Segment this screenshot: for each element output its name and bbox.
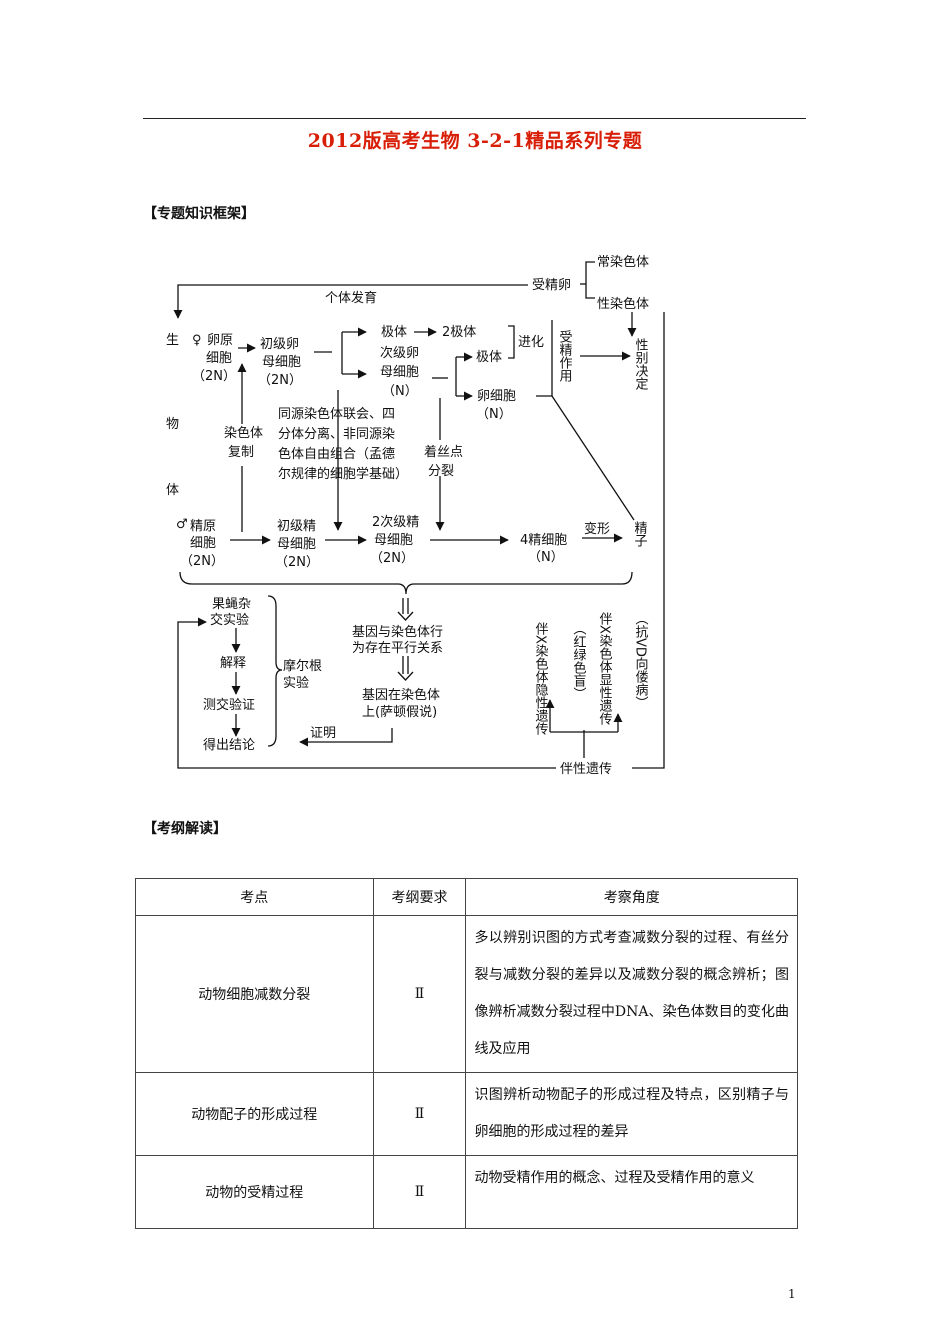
label-oogonium-1: 卵原 <box>207 333 233 348</box>
label-spermatogonium-2: 细胞 <box>190 536 216 551</box>
label-secondary-spermatocyte-3: （2N） <box>370 551 414 566</box>
header-level: 考纲要求 <box>372 878 467 916</box>
table-row: 动物的受精过程 Ⅱ 动物受精作用的概念、过程及受精作用的意义 <box>135 1155 798 1229</box>
label-parallel-2: 为存在平行关系 <box>352 641 443 656</box>
label-xlinked-recessive: 伴X染色体隐性遗传 <box>533 622 549 735</box>
cell-point: 动物的受精过程 <box>135 1155 374 1229</box>
label-morgan-2: 实验 <box>283 675 309 691</box>
cell-point: 动物细胞减数分裂 <box>135 915 374 1073</box>
label-evolution: 进化 <box>518 335 544 350</box>
label-hypothesis-1: 基因在染色体 <box>362 687 440 703</box>
label-sperm: 精子 <box>632 521 648 547</box>
label-centromere-1: 着丝点 <box>424 444 463 460</box>
table-header-row: 考点 考纲要求 考察角度 <box>135 878 798 916</box>
page-title: 2012版高考生物 3-2-1精品系列专题 <box>307 130 643 152</box>
cell-angle: 多以辨别识图的方式考查减数分裂的过程、有丝分裂与减数分裂的差异以及减数分裂的概念… <box>465 915 798 1073</box>
label-chrom-replication-1: 染色体 <box>224 425 263 441</box>
label-sex-determination: 性别决定 <box>633 338 649 391</box>
cell-angle: 识图辨析动物配子的形成过程及特点，区别精子与卵细胞的形成过程的差异 <box>465 1072 798 1156</box>
label-secondary-oocyte-2: 母细胞 <box>380 365 419 380</box>
female-symbol: ♀ <box>192 333 202 348</box>
label-testcross: 测交验证 <box>203 697 255 713</box>
label-polar-body-2: 极体 <box>476 350 502 365</box>
arrow-proof <box>299 728 393 747</box>
label-centromere-2: 分裂 <box>428 464 454 479</box>
label-fertilization: 受精作用 <box>557 330 573 383</box>
label-spermatogonium-3: （2N） <box>180 554 224 569</box>
label-explanation: 解释 <box>220 656 246 671</box>
knowledge-framework-diagram: 受精卵 常染色体 性染色体 个体发育 生 物 体 ♀ 卵原 细胞 （2N） 初级… <box>166 254 665 777</box>
label-parallel-1: 基因与染色体行 <box>352 624 443 640</box>
label-secondary-oocyte-1: 次级卵 <box>380 345 419 361</box>
label-fertilized-egg: 受精卵 <box>532 278 571 293</box>
label-organism-3: 体 <box>166 483 179 498</box>
label-two-polar-bodies: 2极体 <box>442 325 476 340</box>
label-autosome: 常染色体 <box>597 254 649 270</box>
diagram-labels: 受精卵 常染色体 性染色体 个体发育 生 物 体 ♀ 卵原 细胞 （2N） 初级… <box>166 254 649 777</box>
label-oogonium-2: 细胞 <box>206 351 232 366</box>
bracket-polar-bodies <box>508 325 515 359</box>
label-organism-1: 生 <box>166 333 179 348</box>
label-fruitfly-1: 果蝇杂 <box>212 597 251 612</box>
label-secondary-oocyte-3: （N） <box>382 384 418 399</box>
cell-level: Ⅱ <box>372 1155 467 1229</box>
arrow-egg-to-organism <box>173 284 528 319</box>
cell-point: 动物配子的形成过程 <box>135 1072 374 1156</box>
label-egg-cell-1: 卵细胞 <box>477 389 516 404</box>
label-spermatogonium-1: 精原 <box>190 519 216 534</box>
line-to-sex-linked <box>632 312 665 769</box>
label-transformation: 变形 <box>584 521 610 537</box>
label-primary-oocyte-1: 初级卵 <box>260 337 299 352</box>
label-secondary-spermatocyte-1: 2次级精 <box>372 514 419 530</box>
label-primary-oocyte-2: 母细胞 <box>262 355 301 370</box>
label-hypothesis-2: 上(萨顿假说) <box>362 705 437 720</box>
label-chrom-replication-2: 复制 <box>228 445 254 460</box>
label-sex-chromosome: 性染色体 <box>597 296 649 312</box>
label-proof: 证明 <box>310 726 336 741</box>
label-synapsis-4: 尔规律的细胞学基础） <box>278 466 408 482</box>
label-colorblind: （红绿色盲） <box>571 622 587 700</box>
label-organism-2: 物 <box>166 417 179 432</box>
male-symbol: ♂ <box>176 517 188 532</box>
syllabus-table: 考点 考纲要求 考察角度 动物细胞减数分裂 Ⅱ 多以辨别识图的方式考查减数分裂的… <box>135 878 798 1229</box>
cell-level: Ⅱ <box>372 915 467 1073</box>
line-bottom-loop <box>177 617 556 769</box>
label-synapsis-2: 分体分离、非同源染 <box>278 426 395 442</box>
label-primary-spermatocyte-3: （2N） <box>275 555 319 570</box>
label-synapsis-1: 同源染色体联会、四 <box>278 406 395 422</box>
brace-morgan <box>267 595 283 747</box>
cell-level: Ⅱ <box>372 1072 467 1156</box>
header-angle: 考察角度 <box>465 878 798 916</box>
label-primary-spermatocyte-2: 母细胞 <box>277 537 316 552</box>
label-primary-spermatocyte-1: 初级精 <box>277 519 316 534</box>
label-four-spermatids-1: 4精细胞 <box>520 533 567 548</box>
label-oogonium-3: （2N） <box>192 369 236 384</box>
label-secondary-spermatocyte-2: 母细胞 <box>374 533 413 548</box>
label-primary-oocyte-3: （2N） <box>258 373 302 388</box>
label-rickets: （抗VD向偻病） <box>633 612 649 709</box>
line-egg-to-fertilization <box>536 320 553 397</box>
label-fruitfly-2: 交实验 <box>210 612 249 628</box>
label-xlinked-dominant: 伴X染色体显性遗传 <box>597 612 613 725</box>
label-synapsis-3: 色体自由组合（孟德 <box>278 446 395 462</box>
label-four-spermatids-2: （N） <box>528 550 564 565</box>
line-egg-to-sperm <box>551 395 635 521</box>
cell-angle: 动物受精作用的概念、过程及受精作用的意义 <box>465 1155 798 1229</box>
section-heading-framework: 【专题知识框架】 <box>143 206 255 222</box>
page-number: 1 <box>788 1287 796 1301</box>
label-individual-development: 个体发育 <box>325 290 377 306</box>
large-brace <box>179 571 633 595</box>
header-rule <box>143 118 806 119</box>
table-row: 动物细胞减数分裂 Ⅱ 多以辨别识图的方式考查减数分裂的过程、有丝分裂与减数分裂的… <box>135 915 798 1073</box>
label-polar-body: 极体 <box>381 325 407 340</box>
bracket-chromosome-types <box>585 261 595 299</box>
label-egg-cell-2: （N） <box>476 407 512 422</box>
table-row: 动物配子的形成过程 Ⅱ 识图辨析动物配子的形成过程及特点，区别精子与卵细胞的形成… <box>135 1072 798 1156</box>
label-conclusion: 得出结论 <box>203 737 255 753</box>
label-sex-linked: 伴性遗传 <box>560 762 612 777</box>
header-point: 考点 <box>135 878 374 916</box>
section-heading-syllabus: 【考纲解读】 <box>143 821 227 837</box>
label-morgan-1: 摩尔根 <box>283 658 322 674</box>
